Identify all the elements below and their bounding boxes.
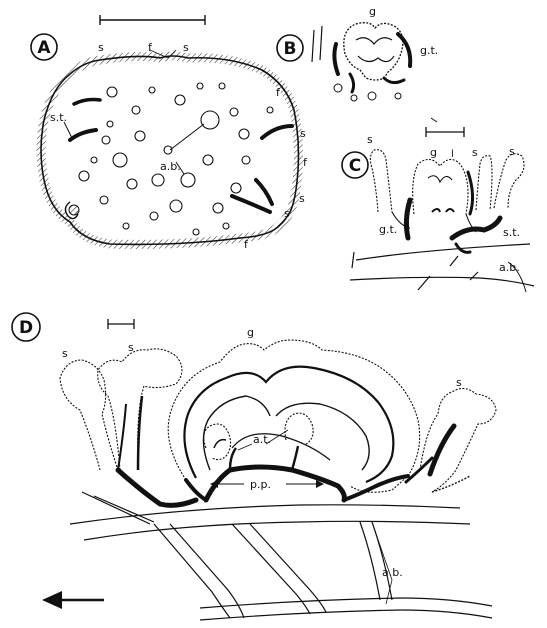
- svg-text:B: B: [284, 39, 297, 59]
- panel-a-letter: A: [31, 34, 57, 60]
- stolon-a-4: [256, 180, 272, 204]
- stolon-a-5: [232, 196, 270, 212]
- panel-a: A: [31, 15, 308, 251]
- gonotheca-c: [406, 200, 410, 238]
- left-arrow-icon: [42, 591, 104, 609]
- label-c-s1: s: [367, 133, 373, 146]
- label-a-s-left: s: [98, 41, 104, 54]
- label-c-s2: s: [472, 146, 478, 159]
- panel-d: D: [12, 313, 496, 620]
- label-a-s-right-1: s: [300, 127, 306, 140]
- svg-text:C: C: [349, 156, 361, 176]
- spine-c-3: [494, 154, 524, 208]
- panel-b: B g g.t.: [277, 5, 438, 101]
- panel-b-letter: B: [277, 35, 303, 61]
- colony-outline-a: [41, 56, 299, 244]
- stolon-a-2: [74, 100, 100, 105]
- label-c-s3: s: [509, 145, 515, 158]
- label-b-g: g: [369, 5, 376, 18]
- label-a-st: s.t.: [50, 111, 67, 124]
- label-c-l: l: [451, 149, 454, 160]
- polyp-c: [413, 159, 468, 214]
- label-a-ab: a.b.: [160, 160, 181, 173]
- label-a-f-right-2: f: [303, 156, 308, 169]
- label-d-g: g: [247, 326, 254, 339]
- polyp-b: [344, 23, 403, 80]
- stolon-c: [452, 218, 500, 238]
- label-c-gt: g.t.: [379, 223, 397, 236]
- label-a-s-right-3: s: [284, 207, 290, 220]
- label-d-s2: s: [128, 341, 134, 354]
- stolon-a-3: [262, 126, 292, 138]
- svg-text:A: A: [37, 38, 51, 58]
- label-d-s3: s: [456, 376, 462, 389]
- label-d-pp: p.p.: [250, 478, 271, 491]
- panel-c-letter: C: [342, 152, 368, 178]
- panel-c: C s g l s s g.t. s.t. a.b.: [342, 118, 534, 292]
- label-d-at: a.t.: [253, 433, 271, 446]
- label-c-ab: a.b.: [499, 261, 520, 274]
- svg-text:D: D: [19, 318, 33, 338]
- stolon-a-1: [70, 130, 96, 140]
- hydrorhiza-d: [70, 492, 492, 620]
- label-b-gt: g.t.: [420, 44, 438, 57]
- label-d-s1: s: [62, 347, 68, 360]
- label-c-st: s.t.: [503, 226, 520, 239]
- colony-rim-a: [41, 56, 299, 244]
- gonotheca-b: [398, 34, 410, 66]
- spine-c-2: [476, 156, 492, 210]
- stolon-network-d: [118, 458, 432, 505]
- spine-d-1: [60, 360, 118, 470]
- spine-c-1: [370, 150, 392, 212]
- panel-d-letter: D: [12, 313, 40, 341]
- ampullae-a: [79, 83, 273, 235]
- label-d-ab: a.b.: [382, 566, 403, 579]
- spine-d-3: [420, 388, 496, 492]
- label-a-f-top: f: [148, 41, 153, 54]
- label-c-g: g: [430, 146, 437, 159]
- label-a-s-right-2: s: [299, 192, 305, 205]
- label-a-s-top-right: s: [183, 41, 189, 54]
